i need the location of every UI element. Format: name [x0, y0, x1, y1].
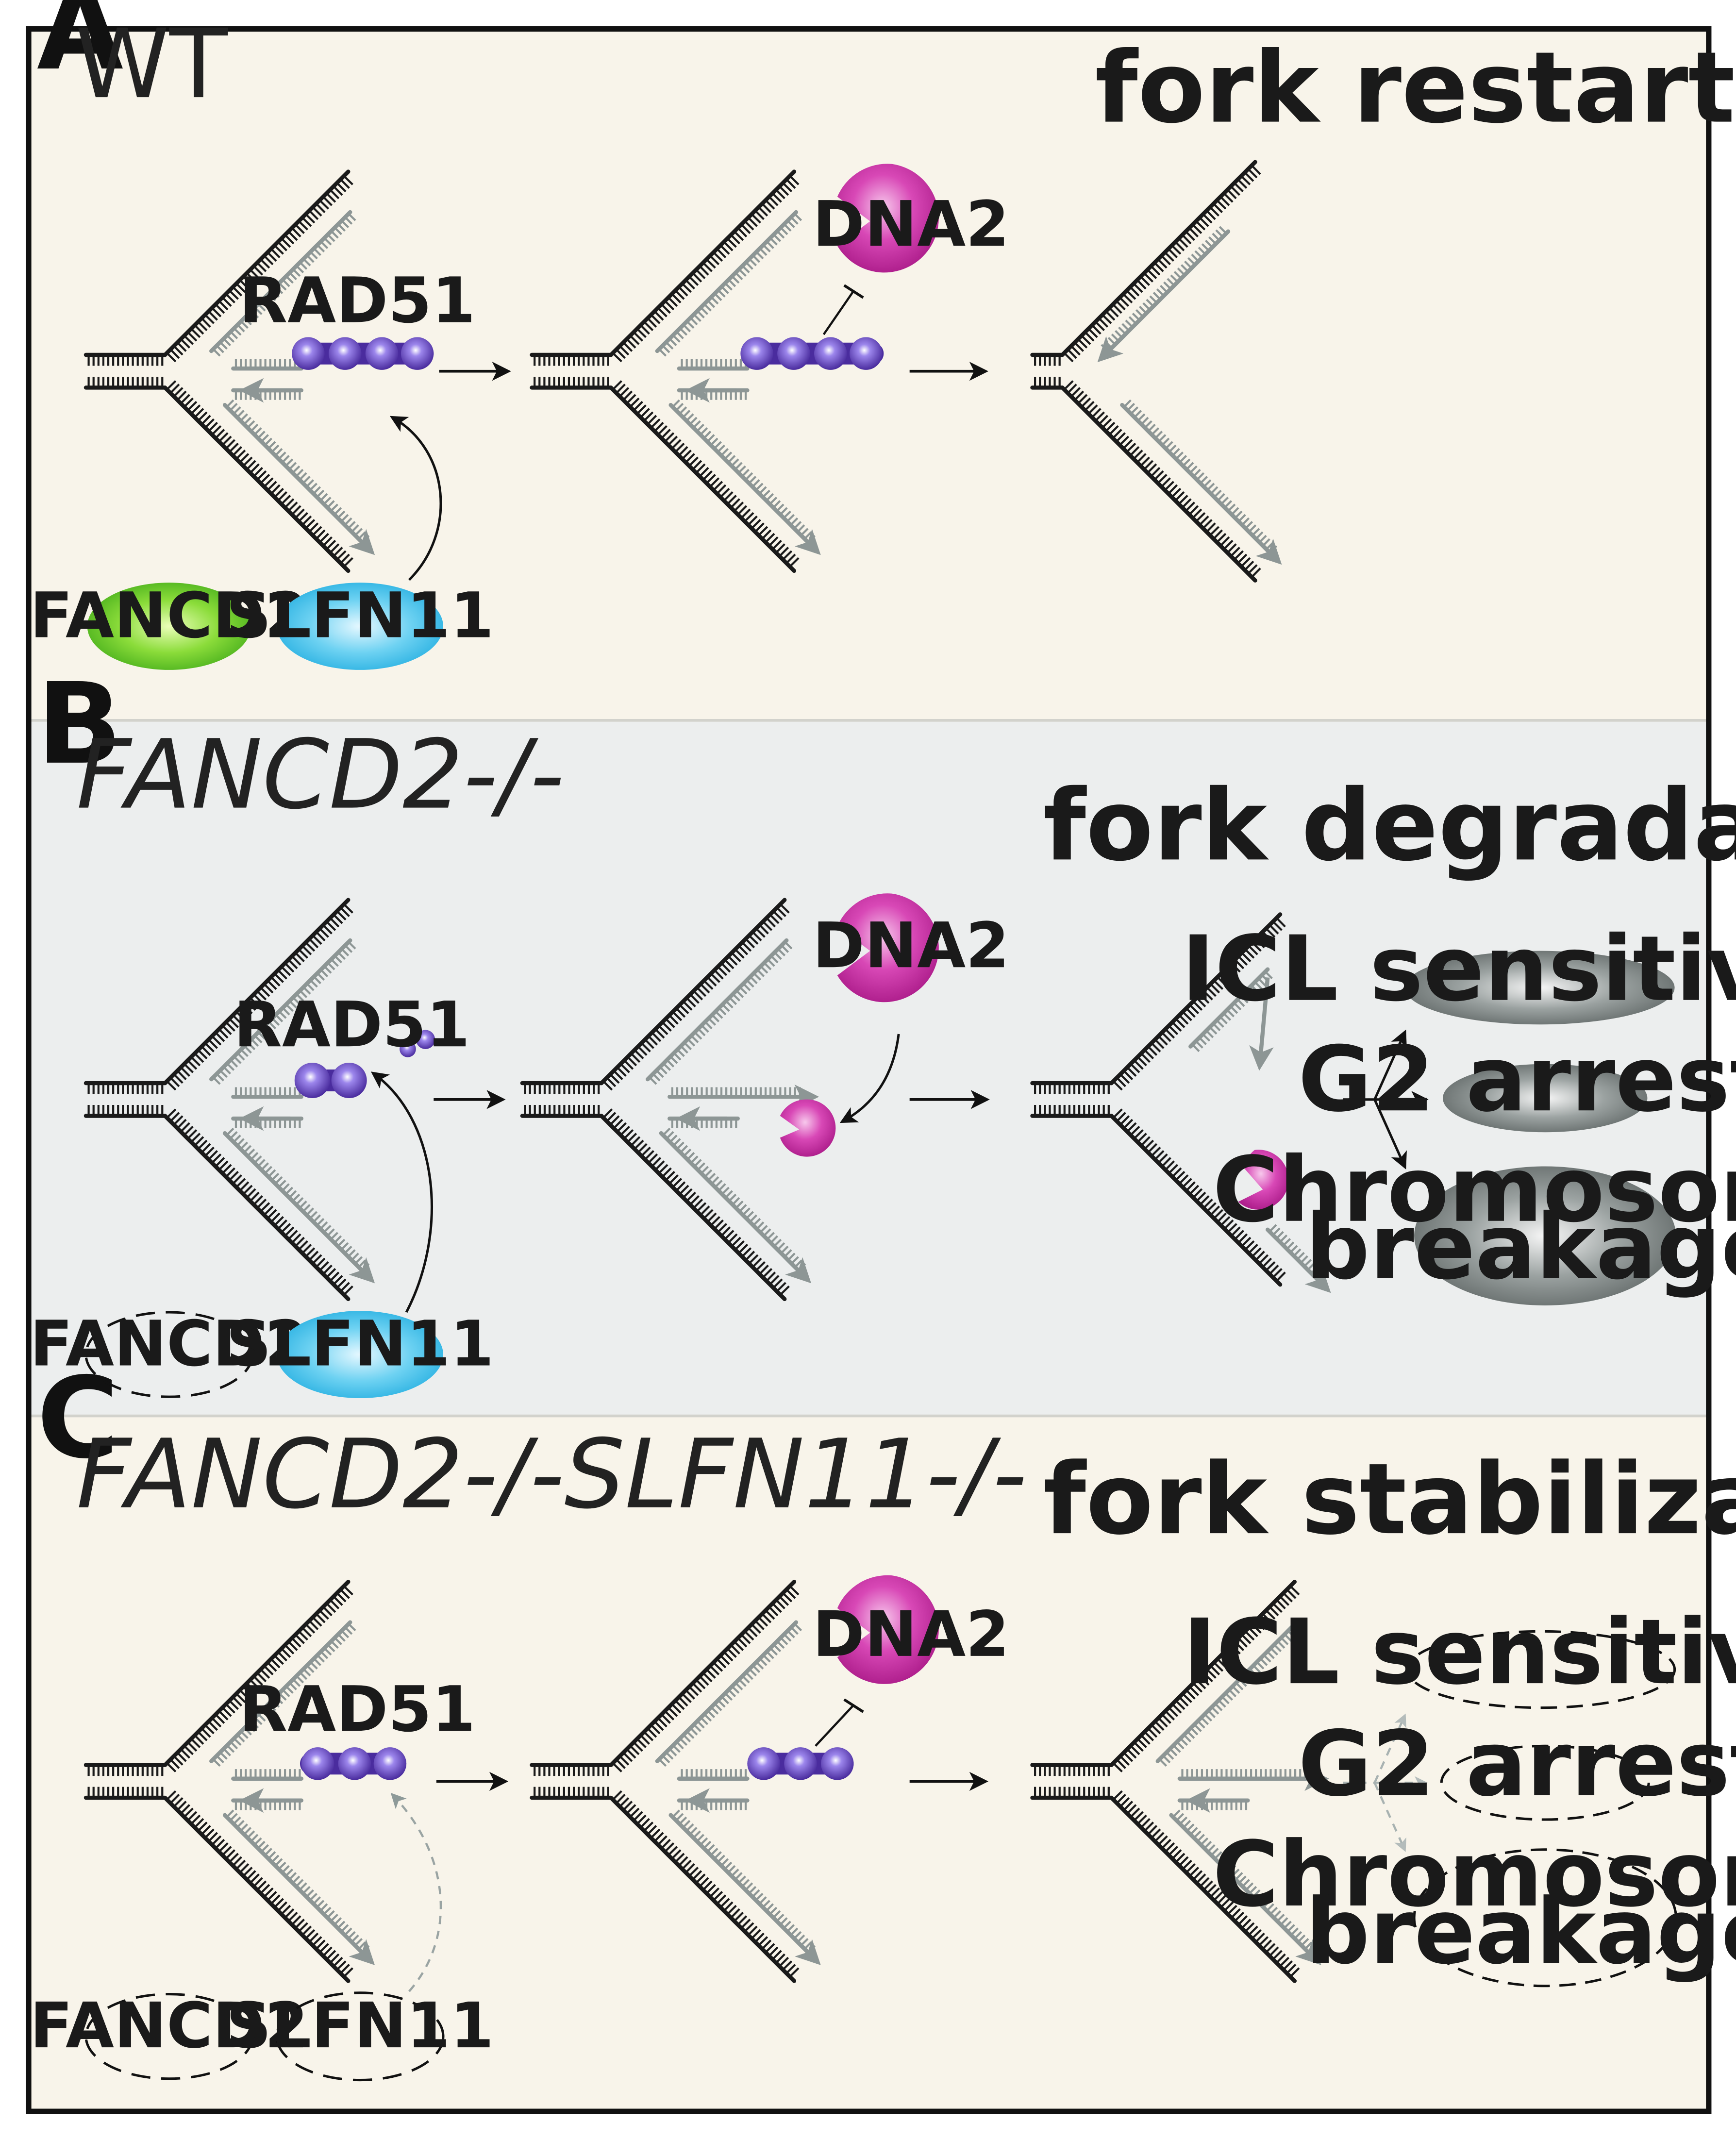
rad51-label: RAD51	[239, 1673, 476, 1746]
outcome-chromosome-breakage	[1414, 1166, 1676, 1305]
dna2-label: DNA2	[813, 1598, 1009, 1671]
recruitment-arrow-dashed	[390, 1792, 442, 1992]
dna2-pacman	[837, 893, 939, 1003]
outcome-icl-label: ICL sensitivity	[1182, 917, 1736, 1021]
rad51-label: RAD51	[239, 265, 476, 337]
recruitment-arrow	[389, 416, 442, 581]
inhibition-line	[815, 1704, 855, 1747]
outcome-g2-arrest	[1440, 1744, 1650, 1821]
fancd2-absent	[84, 1311, 254, 1398]
dna2-label: DNA2	[813, 909, 1009, 982]
dna2-pacman	[837, 164, 939, 273]
panel-c-diagram: RAD51 DNA2 FANCD2 SLFN11 ICL sensitivity…	[30, 1575, 1736, 2082]
fancd2-label: FANCD2	[30, 1989, 309, 2062]
outcome-breakage-label: breakage	[1305, 1879, 1736, 1984]
rad51-fragment	[294, 1030, 435, 1098]
dna2-pacman	[837, 1575, 939, 1684]
replication-fork	[83, 1580, 375, 1983]
outcome-icl-label: ICL sensitivity	[1183, 1600, 1736, 1705]
outcome-g2-arrest	[1443, 1064, 1648, 1133]
panel-b-genotype: FANCD2-/-	[76, 719, 564, 831]
outcome-arrows	[1343, 1029, 1429, 1170]
dna2-label: DNA2	[813, 188, 1009, 261]
replication-fork	[1030, 912, 1331, 1293]
dna2-recruit-arrow	[839, 1034, 900, 1123]
outcome-g2-label: G2 arrest	[1298, 1711, 1736, 1816]
replication-fork	[520, 898, 819, 1302]
panel-c-title: fork stabilization	[1043, 1442, 1736, 1556]
replication-fork	[83, 898, 375, 1302]
fancd2-absent	[84, 1993, 254, 2080]
replication-fork	[530, 169, 821, 573]
slfn11-protein	[277, 583, 443, 670]
slfn11-absent	[275, 1991, 445, 2082]
panel-b-letter: B	[37, 659, 122, 789]
fancd2-protein	[87, 583, 251, 670]
replication-fork	[1030, 160, 1282, 583]
dna2-small	[780, 1099, 836, 1157]
slfn11-protein	[277, 1311, 443, 1398]
panel-a-title: fork restart	[1095, 31, 1735, 145]
slfn11-label: SLFN11	[226, 1989, 494, 2062]
recruitment-arrow	[370, 1071, 433, 1313]
panel-b-title: fork degradation	[1043, 768, 1736, 883]
slfn11-label: SLFN11	[226, 580, 494, 652]
panel-c-genotype: FANCD2-/-SLFN11-/-	[76, 1419, 1027, 1530]
fancd2-label: FANCD2	[30, 580, 309, 652]
rad51-label: RAD51	[234, 988, 470, 1061]
rad51-filament	[292, 337, 434, 370]
panel-c-letter: C	[37, 1354, 119, 1484]
rad51-filament	[740, 337, 884, 370]
outcome-g2-label: G2 arrest	[1298, 1027, 1736, 1132]
outcome-icl-sensitivity	[1404, 951, 1675, 1025]
inhibition-line	[822, 290, 855, 335]
slfn11-label: SLFN11	[226, 1308, 494, 1381]
fancd2-label: FANCD2	[30, 1308, 309, 1381]
outcome-chromosome-label: Chromosome	[1213, 1822, 1736, 1927]
dna2-on-strand	[1238, 1150, 1289, 1210]
replication-fork	[530, 1580, 821, 1983]
outcome-chromosome-breakage	[1413, 1848, 1677, 1988]
panel-a-genotype: WT	[75, 9, 228, 120]
outcome-chromosome-label: Chromosome	[1213, 1137, 1736, 1242]
replication-fork	[1030, 1580, 1329, 1983]
outcome-arrows-dashed	[1343, 1713, 1428, 1852]
panel-a-letter: A	[37, 0, 123, 95]
outcome-breakage-label: breakage	[1305, 1195, 1736, 1300]
outcome-icl-sensitivity	[1406, 1630, 1676, 1709]
rad51-filament	[747, 1747, 854, 1780]
panel-a-diagram: RAD51 DNA2 FANCD2 SLFN11	[30, 160, 1282, 670]
rad51-filament	[300, 1747, 407, 1780]
panel-b-diagram: RAD51 DNA2 FANCD2 SLFN11 ICL sensitivity…	[30, 893, 1736, 1398]
replication-fork	[83, 169, 375, 573]
